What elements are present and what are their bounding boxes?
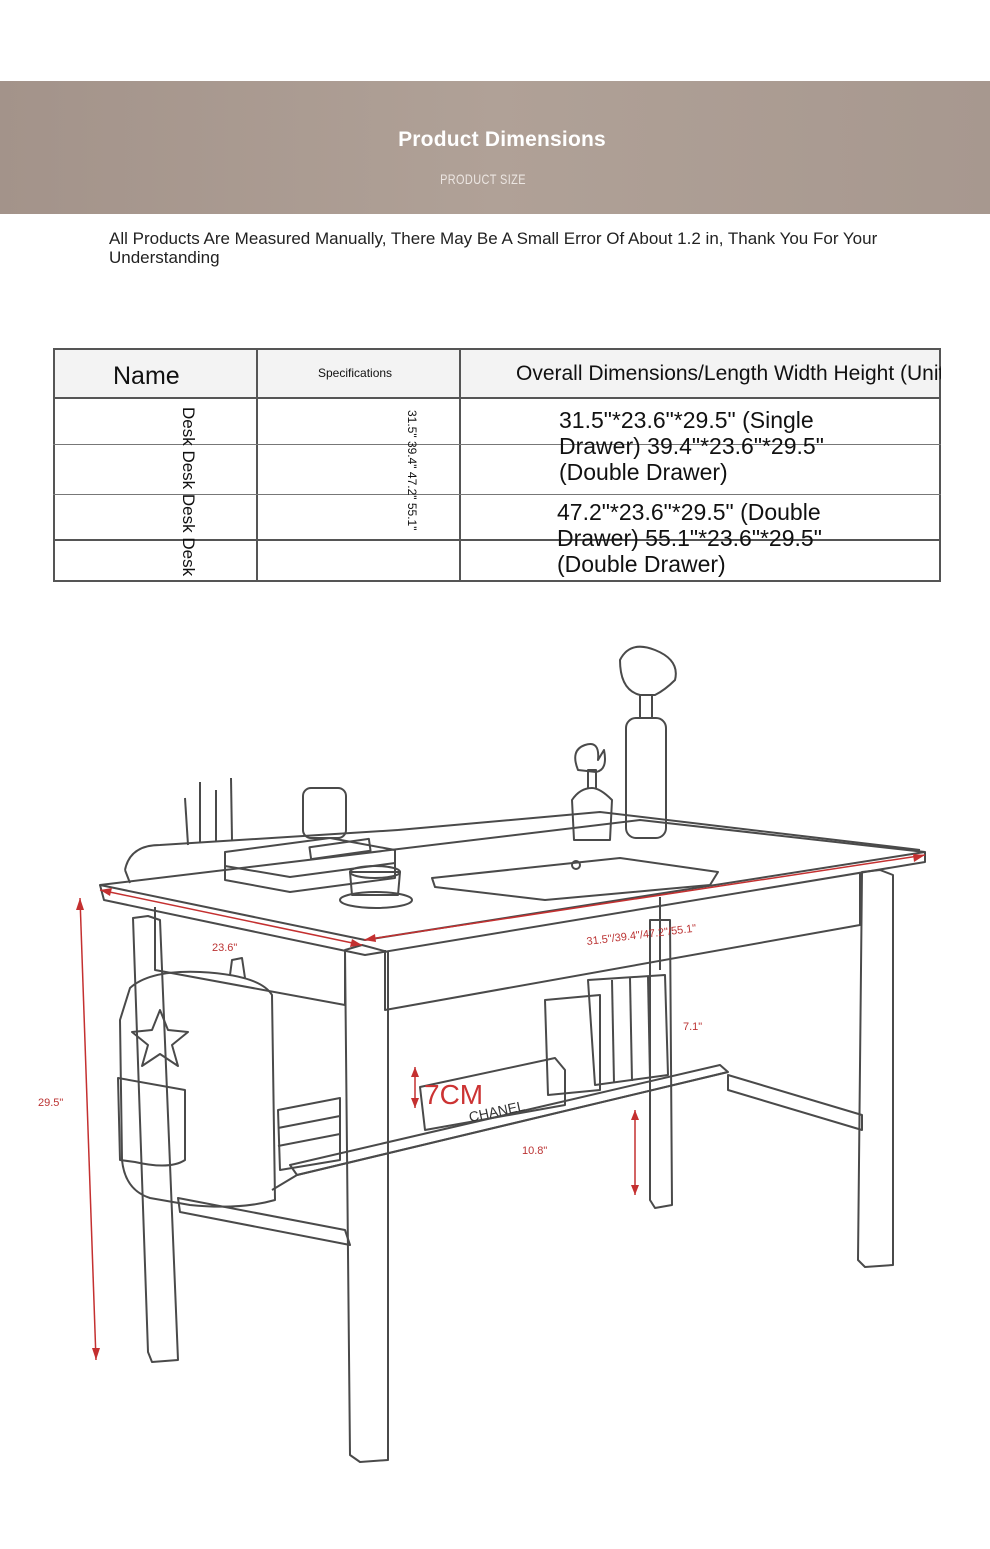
header-specifications: Specifications [318, 366, 393, 380]
height-label: 29.5" [38, 1097, 63, 1109]
width-label: 31.5"/39.4"/47.2"/55.1" [586, 923, 697, 948]
dimensions-group-2: 47.2"*23.6"*29.5" (Double Drawer) 55.1"*… [557, 499, 822, 577]
product-names-vertical: Desk Desk Desk Desk [179, 407, 198, 577]
banner-subtitle: PRODUCT SIZE [440, 171, 526, 187]
specifications-vertical: 31.5" 39.4" 47.2" 55.1" [405, 410, 419, 531]
shelf-depth-label: 10.8" [522, 1145, 547, 1157]
header-overall-dimensions: Overall Dimensions/Length Width Height (… [516, 362, 941, 385]
shelf-height-label: 7.1" [683, 1021, 702, 1033]
banner-title: Product Dimensions [398, 128, 606, 151]
gap-label: 7CM [424, 1079, 483, 1110]
header-banner: Product Dimensions PRODUCT SIZE [0, 81, 990, 214]
desk-illustration: 23.6" 31.5"/39.4"/47.2"/55.1" 29.5" 7.1"… [38, 645, 926, 1463]
header-name: Name [113, 362, 180, 390]
depth-label: 23.6" [212, 942, 237, 954]
dimensions-group-1: 31.5"*23.6"*29.5" (Single Drawer) 39.4"*… [559, 407, 824, 485]
spec-table: Name Specifications Overall Dimensions/L… [53, 348, 941, 582]
measurement-notice: All Products Are Measured Manually, Ther… [109, 229, 878, 267]
table-header-row [53, 348, 941, 398]
